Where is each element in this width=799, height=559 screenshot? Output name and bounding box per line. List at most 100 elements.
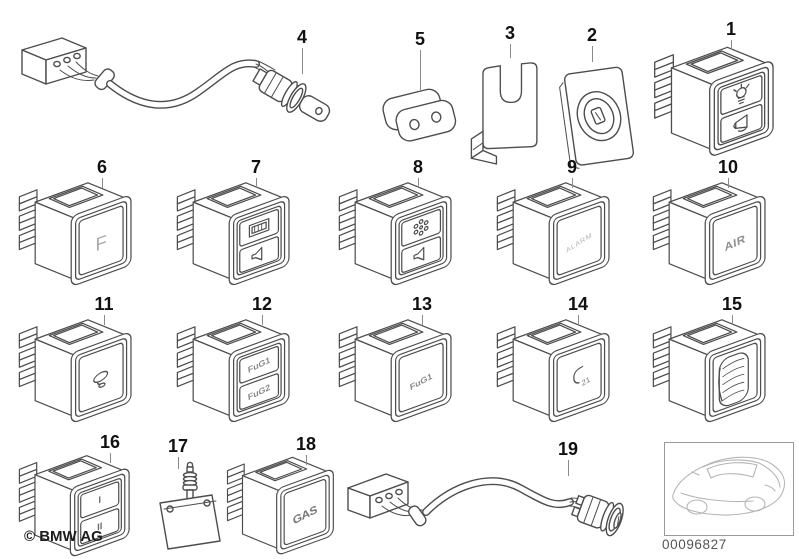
part-9: 9 ALARM xyxy=(492,158,642,294)
part-16: 16 I II xyxy=(14,433,164,559)
holder-bracket-drawing xyxy=(470,62,538,165)
part-number-label: 2 xyxy=(574,26,610,62)
grommet xyxy=(408,505,427,527)
leader-line xyxy=(301,48,303,74)
part-11: 11 xyxy=(14,295,164,431)
cable-with-socket-drawing xyxy=(347,473,624,537)
part-number: 2 xyxy=(586,25,597,45)
part-6: 6 F xyxy=(14,158,164,294)
part-number: 19 xyxy=(557,439,579,459)
part-number-label: 4 xyxy=(284,28,320,74)
part-number-label: 8 xyxy=(400,158,436,188)
part-number: 16 xyxy=(99,432,121,452)
rocker-switch-drawing: 21 xyxy=(496,319,610,425)
part-1: 1 xyxy=(645,20,797,168)
part-19: 19 xyxy=(342,436,664,556)
rocker-switch-drawing xyxy=(654,46,774,159)
thumbwheel-icon xyxy=(718,352,749,407)
copyright: © BMW AG xyxy=(24,528,103,545)
leader-line xyxy=(261,315,263,325)
indicator-window-icon xyxy=(248,217,270,238)
leader-line xyxy=(731,315,733,325)
part-number-label: 11 xyxy=(86,295,122,325)
part-number: 4 xyxy=(296,27,307,47)
leader-line xyxy=(571,178,573,188)
connector-plug xyxy=(347,473,409,519)
leader-line xyxy=(103,315,105,325)
rocker-switch-drawing xyxy=(338,182,452,288)
rocker-switch-drawing xyxy=(18,319,132,425)
switch-face-text: I xyxy=(98,495,101,507)
connector-plug xyxy=(21,37,87,85)
leader-line xyxy=(305,455,307,465)
part-number-label: 5 xyxy=(402,30,438,90)
switch-face-text: F xyxy=(95,232,106,256)
switch-face-text: 21 xyxy=(581,375,592,388)
leader-line xyxy=(109,453,111,463)
part-number-label: 13 xyxy=(404,295,440,325)
part-number-label: 14 xyxy=(560,295,596,325)
part-number-label: 3 xyxy=(492,24,528,58)
part-number: 13 xyxy=(411,294,433,314)
hole xyxy=(409,118,420,131)
part-number: 6 xyxy=(96,157,107,177)
cover-plate-drawing xyxy=(559,66,635,169)
rocker-switch-drawing: FuG1 xyxy=(338,319,452,425)
leader-line xyxy=(577,315,579,325)
part-4: 4 xyxy=(12,24,362,136)
part-7: 7 xyxy=(172,158,322,294)
part-number: 15 xyxy=(721,294,743,314)
leader-line xyxy=(730,40,732,50)
part-5: 5 xyxy=(380,30,460,152)
leader-line xyxy=(567,460,569,476)
leader-line xyxy=(591,46,593,62)
part-15: 15 xyxy=(648,295,798,431)
leader-line xyxy=(101,178,103,188)
part-number: 7 xyxy=(250,157,261,177)
leader-line xyxy=(417,178,419,188)
leader-line xyxy=(421,315,423,325)
part-number: 1 xyxy=(725,19,736,39)
part-number-label: 10 xyxy=(710,158,746,188)
part-number-label: 9 xyxy=(554,158,590,188)
part-number: 14 xyxy=(567,294,589,314)
lighter-socket xyxy=(571,494,624,537)
part-17: 17 xyxy=(146,433,246,559)
part-number-label: 15 xyxy=(714,295,750,325)
part-number: 10 xyxy=(717,157,739,177)
part-2: 2 xyxy=(552,26,646,169)
hook-symbol-icon xyxy=(573,365,584,384)
rocker-switch-drawing: ALARM xyxy=(496,182,610,288)
part-12: 12 FuG1 FuG2 xyxy=(172,295,322,431)
part-13: 13 FuG1 xyxy=(334,295,484,431)
part-number-label: 12 xyxy=(244,295,280,325)
part-10: 10 AIR xyxy=(648,158,798,294)
part-3: 3 xyxy=(464,24,550,165)
round-bezel xyxy=(576,91,622,142)
car-sketch xyxy=(672,456,786,516)
retaining-bracket-drawing xyxy=(382,88,457,142)
part-number: 3 xyxy=(504,23,515,43)
rocker-switch-drawing xyxy=(176,182,290,288)
vehicle-reference-thumbnail xyxy=(664,442,794,536)
part-14: 14 21 xyxy=(492,295,642,431)
part-number: 8 xyxy=(412,157,423,177)
part-number-label: 18 xyxy=(288,435,324,465)
micro-switch-drawing xyxy=(159,461,221,550)
part-number-label: 1 xyxy=(713,20,749,50)
plunger-icon xyxy=(182,461,198,500)
part-number: 12 xyxy=(251,294,273,314)
part-18: 18 GAS xyxy=(222,433,372,559)
rocker-switch-drawing: GAS xyxy=(226,456,334,557)
rocker-switch-drawing: FuG1 FuG2 xyxy=(176,319,290,425)
rocker-switch-drawing: I II xyxy=(18,455,130,559)
key-blade xyxy=(298,95,331,122)
part-number: 5 xyxy=(414,29,425,49)
rocker-switch-drawing: AIR xyxy=(652,182,766,288)
part-number-label: 6 xyxy=(84,158,120,188)
leader-line xyxy=(727,178,729,188)
switch-face-text: II xyxy=(97,521,103,534)
wires xyxy=(59,61,99,81)
cable-with-barrel-switch-drawing xyxy=(21,37,331,122)
